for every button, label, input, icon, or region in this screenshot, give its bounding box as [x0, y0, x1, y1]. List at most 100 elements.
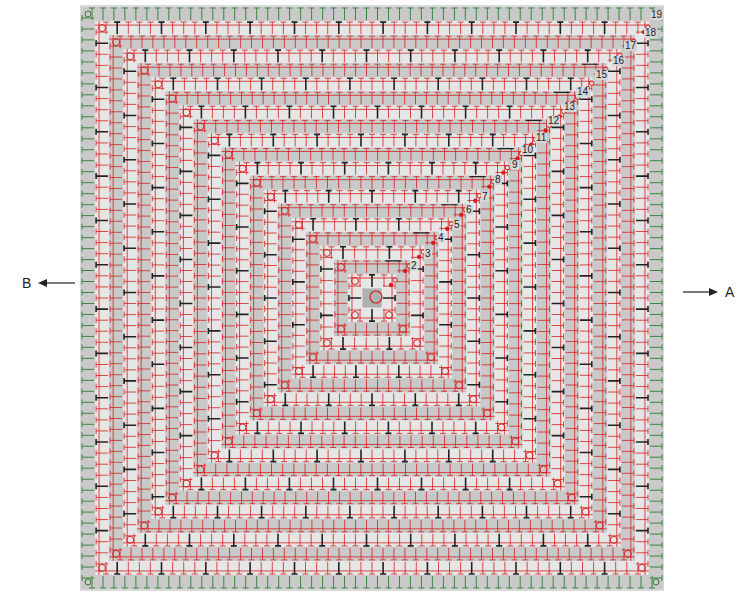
round-number: 19: [650, 10, 663, 20]
chain-stitch: [540, 466, 547, 473]
chain-stitch: [127, 53, 134, 60]
chain-stitch: [624, 550, 631, 557]
round-number: 10: [521, 145, 534, 155]
chain-stitch: [99, 25, 106, 32]
chain-stitch: [253, 179, 260, 186]
round-number: 16: [612, 56, 625, 66]
chain-stitch: [351, 312, 358, 319]
chain-stitch: [141, 67, 148, 74]
round-number: 5: [453, 220, 461, 230]
chain-stitch: [428, 354, 435, 361]
round-band: [334, 260, 410, 336]
round-number: 11: [535, 133, 547, 143]
round-number: 13: [563, 102, 576, 112]
chain-stitch: [470, 396, 477, 403]
chain-stitch: [295, 368, 302, 375]
chain-stitch: [596, 522, 603, 529]
round-band: [95, 21, 649, 575]
section-label: B: [22, 276, 31, 290]
round-band: [320, 246, 424, 350]
round-band: [306, 232, 438, 364]
round-number: 15: [595, 70, 608, 80]
chain-stitch: [113, 39, 120, 46]
chain-stitch: [512, 438, 519, 445]
stitch-marks-black: [96, 22, 648, 574]
chain-stitch: [267, 193, 274, 200]
chain-stitch: [590, 81, 594, 85]
work-direction-arrow: [385, 64, 598, 261]
chain-stitch: [351, 277, 358, 284]
chain-stitch: [337, 263, 344, 270]
round-band: [109, 35, 635, 561]
chain-stitch: [568, 494, 575, 501]
round-number: 2: [410, 261, 418, 271]
round-band: [362, 288, 382, 308]
chain-stitch: [225, 438, 232, 445]
chain-stitch: [267, 396, 274, 403]
chain-stitch: [197, 123, 204, 130]
chain-stitch: [253, 410, 260, 417]
chain-stitch: [414, 340, 421, 347]
chain-stitch: [155, 508, 162, 515]
chain-stitch: [169, 95, 176, 102]
round-number: 18: [644, 28, 657, 38]
chain-stitch: [183, 480, 190, 487]
chain-stitch: [85, 11, 91, 17]
round-number: 6: [465, 205, 473, 215]
section-label: A: [725, 285, 734, 299]
round-number: 8: [494, 175, 502, 185]
slip-stitch: [417, 255, 421, 259]
chain-stitch: [526, 452, 533, 459]
chain-stitch: [610, 536, 617, 543]
chain-stitch: [183, 109, 190, 116]
round-number: 4: [437, 233, 445, 243]
chain-stitch: [400, 326, 407, 333]
chain-stitch: [484, 410, 491, 417]
chain-stitch: [505, 165, 509, 169]
chain-stitch: [113, 550, 120, 557]
round-band: [137, 63, 607, 533]
chain-stitch: [337, 326, 344, 333]
chain-stitch: [638, 564, 645, 571]
stitch-symbols: [82, 8, 662, 588]
chain-stitch: [442, 368, 449, 375]
chain-stitch: [323, 340, 330, 347]
chain-stitch: [281, 207, 288, 214]
chain-stitch: [653, 579, 659, 585]
chain-stitch: [309, 235, 316, 242]
chain-stitch: [197, 466, 204, 473]
chain-stitch: [141, 522, 148, 529]
round-number: 17: [624, 41, 637, 51]
slip-stitch: [389, 283, 393, 287]
chain-stitch: [239, 165, 246, 172]
round-number: 7: [481, 192, 489, 202]
arrow-line: [683, 291, 712, 292]
round-number: 14: [576, 87, 589, 97]
chain-stitch: [295, 221, 302, 228]
chain-stitch: [393, 278, 397, 282]
direction-arrows: [38, 279, 718, 296]
round-band: [193, 119, 550, 476]
chain-stitch: [386, 312, 393, 319]
chain-stitch: [239, 424, 246, 431]
chain-stitch: [456, 382, 463, 389]
chain-stitch: [554, 480, 561, 487]
round-number: 9: [511, 160, 519, 170]
chain-stitch: [99, 564, 106, 571]
chain-stitch: [498, 424, 505, 431]
border-stitch-marks: [82, 8, 662, 588]
chain-stitch: [85, 579, 91, 585]
arrow-head: [709, 288, 718, 296]
stitch-marks: [95, 21, 649, 575]
round-band: [165, 91, 578, 504]
round-band: [250, 176, 495, 421]
arrow-line: [44, 282, 75, 283]
chain-stitch: [127, 536, 134, 543]
round-bands: [80, 5, 664, 591]
chain-stitch: [309, 354, 316, 361]
center-square: [363, 289, 381, 307]
chain-stitch: [211, 452, 218, 459]
magic-ring: [370, 291, 382, 303]
